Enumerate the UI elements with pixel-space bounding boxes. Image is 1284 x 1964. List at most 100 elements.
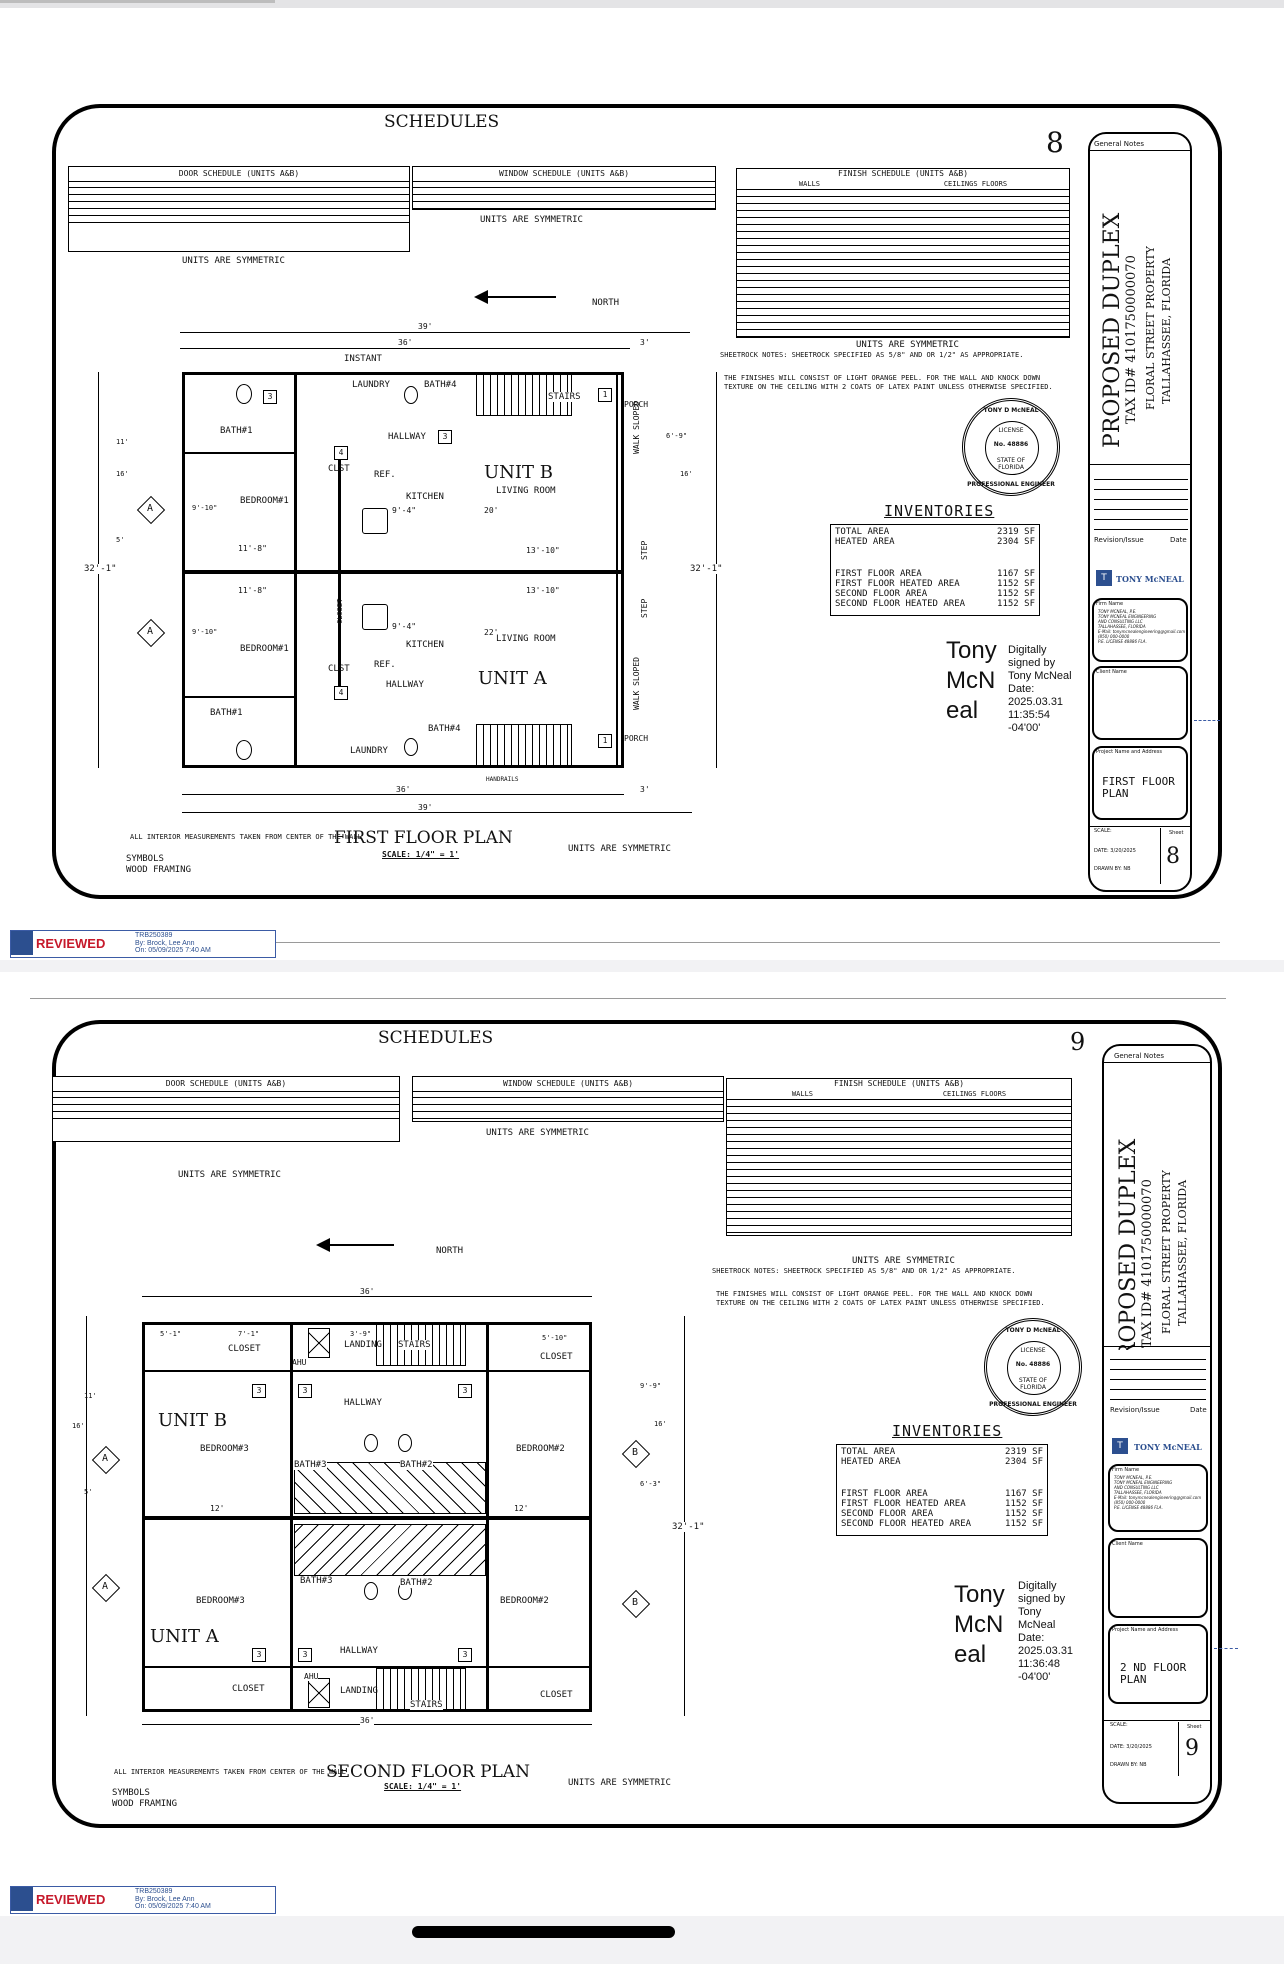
sheet-name-box: Project Name and Address 2 ND FLOOR PLAN <box>1108 1624 1208 1704</box>
room-bath3-a: BATH#3 <box>300 1576 333 1586</box>
seal-name: TONY D McNEAL <box>983 407 1039 414</box>
city-name: TALLAHASSEE, FLORIDA <box>1160 257 1173 404</box>
room-hallway-b: HALLWAY <box>344 1398 382 1408</box>
room-bedroom2-a: BEDROOM#2 <box>500 1596 549 1606</box>
finish-schedule-note: UNITS ARE SYMMETRIC <box>852 1256 955 1266</box>
room-bedroom2-b: BEDROOM#2 <box>516 1444 565 1454</box>
drawn-by: DRAWN BY: NB <box>1110 1762 1147 1768</box>
room-bath3-b: BATH#3 <box>294 1460 327 1470</box>
grid-label-b-bottom: B <box>631 1597 639 1608</box>
firm-logo-text: TONY McNEAL <box>1116 574 1184 584</box>
dim-9-4-b: 9'-4" <box>392 506 417 515</box>
signature-name: Tony McN eal <box>954 1581 1005 1668</box>
reviewed-stamp[interactable]: REVIEWED TRB250389 By: Brock, Lee Ann On… <box>10 1886 276 1914</box>
door-tag: 3 <box>458 1384 472 1398</box>
plan-title: FIRST FLOOR PLAN <box>334 828 513 848</box>
toilet-icon <box>364 1434 378 1452</box>
date-line: DATE: 3/20/2025 <box>1094 848 1136 854</box>
tax-id: TAX ID# 4101750000070 <box>1140 1179 1155 1348</box>
seal-role: PROFESSIONAL ENGINEER <box>989 1401 1077 1408</box>
window-schedule-title: WINDOW SCHEDULE (UNITS A&B) <box>413 167 715 182</box>
document-page-1[interactable]: SCHEDULES 8 DOOR SCHEDULE (UNITS A&B) UN… <box>0 8 1284 960</box>
walk-sloped-a: WALK SLOPED <box>632 657 641 710</box>
room-hallway-b: HALLWAY <box>388 432 426 442</box>
toilet-icon <box>404 386 418 404</box>
scroll-indicator[interactable] <box>412 1926 675 1938</box>
firm-details: TONY MCNEAL, P.E. TONY MCNEAL ENGINEERIN… <box>1114 1475 1202 1510</box>
door-tag: 3 <box>458 1648 472 1662</box>
review-logo-icon <box>11 931 33 955</box>
review-details: TRB250389 By: Brock, Lee Ann On: 05/09/2… <box>135 932 211 954</box>
dim-inner-top: 36' <box>398 338 413 347</box>
bedroom-wall-right <box>486 1322 489 1712</box>
room-bedroom3-a: BEDROOM#3 <box>196 1596 245 1606</box>
engineer-seal: TONY D McNEAL LICENSE No. 48886 STATE OF… <box>962 398 1060 496</box>
party-wall <box>182 570 624 574</box>
door-schedule-title: DOOR SCHEDULE (UNITS A&B) <box>53 1077 399 1092</box>
dim-right-total: 32'-1" <box>672 1522 705 1532</box>
dim-9-4-a: 9'-4" <box>392 622 417 631</box>
seal-number: No. 48886 <box>1015 1361 1051 1368</box>
date-label: Date <box>1190 1406 1207 1414</box>
firm-logo-icon: T <box>1096 570 1112 586</box>
finish-schedule-table: FINISH SCHEDULE (UNITS A&B) WALLS CEILIN… <box>726 1078 1072 1236</box>
reviewed-stamp[interactable]: REVIEWED TRB250389 By: Brock, Lee Ann On… <box>10 930 276 958</box>
window-schedule-table: WINDOW SCHEDULE (UNITS A&B) <box>412 166 716 210</box>
finish-schedule-title: FINISH SCHEDULE (UNITS A&B) <box>833 1079 965 1088</box>
unit-a-label: UNIT A <box>150 1626 219 1647</box>
door-schedule-table: DOOR SCHEDULE (UNITS A&B) <box>52 1076 400 1142</box>
room-closet-a1: CLOSET <box>232 1684 265 1694</box>
firm-name-box: Firm Name TONY MCNEAL, P.E. TONY MCNEAL … <box>1108 1464 1208 1532</box>
interior-measurements-note: ALL INTERIOR MEASUREMENTS TAKEN FROM CEN… <box>114 1768 346 1776</box>
firm-logo-icon: T <box>1112 1438 1128 1454</box>
bath-b-area <box>294 1462 486 1514</box>
room-bath4-a: BATH#4 <box>428 724 461 734</box>
dim-right-total: 32'-1" <box>690 564 723 574</box>
toilet-icon <box>398 1434 412 1452</box>
finishes-note: THE FINISHES WILL CONSIST OF LIGHT ORANG… <box>724 374 1053 391</box>
client-name-box: Client Name <box>1092 666 1188 740</box>
dim-line-top-inner <box>180 348 630 349</box>
tax-id: TAX ID# 4101750000070 <box>1124 255 1139 424</box>
symbols-label: SYMBOLS <box>126 854 164 864</box>
dim-line-right <box>684 1316 685 1716</box>
seal-license: LICENSE <box>998 427 1024 434</box>
room-laundry-b: LAUNDRY <box>352 380 390 390</box>
dim-20: 20' <box>484 506 499 515</box>
signature-details: Digitally signed by Tony McNeal Date: 20… <box>1008 644 1072 734</box>
plan-units-note: UNITS ARE SYMMETRIC <box>568 844 671 854</box>
dim-left-11: 11' <box>84 1392 97 1400</box>
finish-ceilings-floors-label: CEILINGS FLOORS <box>943 180 1008 188</box>
door-schedule-table: DOOR SCHEDULE (UNITS A&B) <box>68 166 410 252</box>
project-title: PROPOSED DUPLEX <box>1100 212 1125 448</box>
drawing-sheet-border <box>52 1020 1222 1828</box>
finishes-note: THE FINISHES WILL CONSIST OF LIGHT ORANG… <box>716 1290 1045 1307</box>
dim-right-6-9: 6'-9" <box>666 432 688 440</box>
scale-label: SCALE: <box>1110 1722 1128 1728</box>
drawn-by: DRAWN BY: NB <box>1094 866 1131 872</box>
sheet-name-box: Project Name and Address FIRST FLOOR PLA… <box>1092 746 1188 820</box>
wood-framing-label: WOOD FRAMING <box>112 1799 178 1809</box>
room-laundry-a: LAUNDRY <box>350 746 388 756</box>
finish-schedule-note: UNITS ARE SYMMETRIC <box>856 340 959 350</box>
revision-label: Revision/Issue <box>1110 1406 1160 1414</box>
dim-5-1-b: 5'-1" <box>160 1330 182 1338</box>
general-notes-label: General Notes <box>1094 140 1145 148</box>
signature-name: Tony McN eal <box>946 637 997 724</box>
room-closet-a: CLOSET <box>336 598 344 624</box>
document-page-2[interactable]: SCHEDULES 9 DOOR SCHEDULE (UNITS A&B) UN… <box>0 972 1284 1916</box>
room-ref-b: REF. <box>374 470 396 480</box>
dim-13-10-b: 13'-10" <box>526 546 560 555</box>
street-name: FLORAL STREET PROPERTY <box>1160 1170 1173 1334</box>
room-bedroom1-b: BEDROOM#1 <box>240 496 289 506</box>
room-stairs-a: STAIRS <box>410 1700 443 1710</box>
door-tag: 4 <box>334 686 348 700</box>
toilet-icon <box>404 738 418 756</box>
closet-wall-b <box>142 1370 592 1372</box>
grid-label-a-top: A <box>146 503 154 514</box>
symbols-label: SYMBOLS <box>112 1788 150 1798</box>
room-stairs-b: STAIRS <box>548 392 581 402</box>
